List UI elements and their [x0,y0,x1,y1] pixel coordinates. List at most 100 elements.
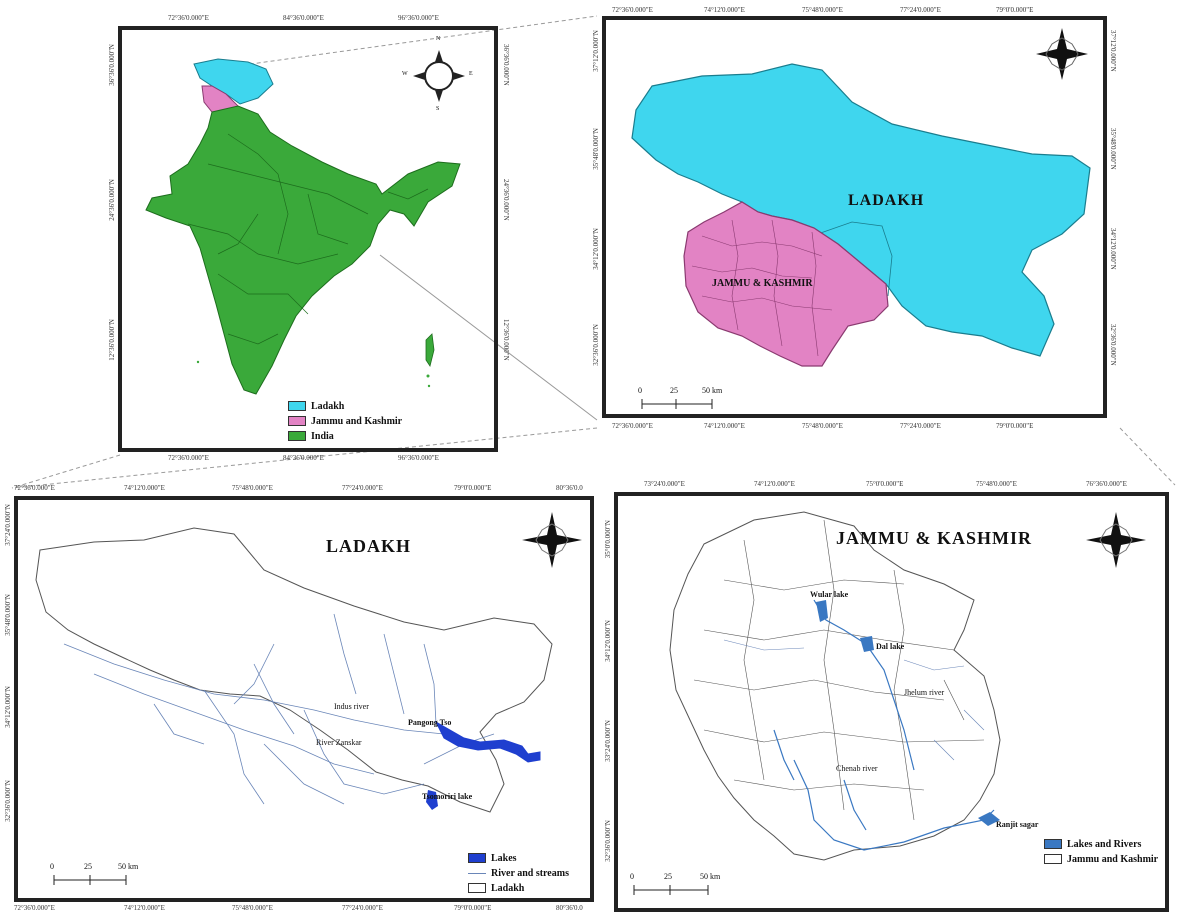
ladakh-panel: 72°36'0.000"E 74°12'0.000"E 75°48'0.000"… [4,484,600,914]
legend-label: Ladakh [491,882,525,894]
compass-e: E [469,71,473,77]
label-jhelum: Jhelum river [904,688,945,697]
lad-tick-top-6: 80°36'0.0 [556,484,583,492]
jk-scale-end: 50 km [700,872,721,881]
label-jk: JAMMU & KASHMIR [712,278,813,289]
jk-tick-top-3: 75°0'0.000"E [866,480,904,488]
ladakh-scale-end: 50 km [118,862,139,871]
label-tsomoriri: Tsomoriri lake [422,792,473,801]
jkl-tick-bottom-4: 77°24'0.000"E [900,422,941,430]
jk-ladakh-map [631,28,1091,409]
jkl-tick-right-4: 32°36'0.000"N [1109,324,1117,366]
lad-tick-bottom-3: 75°48'0.000"E [232,904,273,912]
legend-label: Ladakh [311,400,345,412]
legend-row-india: India [288,429,402,443]
legend-swatch-jk-area [1044,854,1062,864]
jk-rivers-map [633,511,1146,895]
label-wular: Wular lake [810,590,849,599]
india-tick-top-2: 84°36'0.000"E [283,14,324,22]
lad-tick-bottom-5: 79°0'0.000"E [454,904,492,912]
lad-tick-bottom-6: 80°36'0.0 [556,904,583,912]
ladakh-frame [14,496,594,902]
jkl-tick-right-3: 34°12'0.000"N [1109,228,1117,270]
label-ranjit: Ranjit sagar [996,820,1039,829]
label-dal: Dal lake [876,642,905,651]
jkl-tick-right-2: 35°48'0.000"N [1109,128,1117,170]
india-tick-bottom-2: 84°36'0.000"E [283,454,324,462]
lad-tick-top-4: 77°24'0.000"E [342,484,383,492]
scale-zero: 0 [638,386,642,395]
jk-tick-top-1: 73°24'0.000"E [644,480,685,488]
north-arrow-icon [1086,512,1146,568]
north-arrow-icon [522,512,582,568]
jkl-tick-right-1: 37°12'0.000"N [1109,30,1117,72]
jkl-tick-top-4: 77°24'0.000"E [900,6,941,14]
legend-row-ladakh: Ladakh [288,399,402,413]
legend-label: Jammu and Kashmir [311,415,403,427]
label-pangong: Pangong Tso [408,718,452,727]
label-zanskar: River Zanskar [316,738,362,747]
lad-tick-bottom-1: 72°36'0.000"E [14,904,55,912]
india-tick-top-1: 72°36'0.000"E [168,14,209,22]
legend-row-ladakh: Ladakh [468,881,569,895]
jk-tick-top-5: 76°36'0.000"E [1086,480,1127,488]
jkl-tick-bottom-1: 72°36'0.000"E [612,422,653,430]
jk-title: JAMMU & KASHMIR [836,528,1032,548]
jk-scale-mid: 25 [664,872,672,881]
label-ladakh: LADAKH [848,192,925,209]
legend-swatch-jk [288,416,306,426]
legend-row-rivers: River and streams [468,866,569,880]
label-indus: Indus river [334,702,369,711]
lad-tick-top-5: 79°0'0.000"E [454,484,492,492]
jk-panel: 73°24'0.000"E 74°12'0.000"E 75°0'0.000"E… [604,480,1177,917]
lad-tick-top-3: 75°48'0.000"E [232,484,273,492]
legend-swatch-lakes [468,853,486,863]
india-tick-top-3: 96°36'0.000"E [398,14,439,22]
jkl-tick-top-5: 79°0'0.000"E [996,6,1034,14]
legend-row-jk-area: Jammu and Kashmir [1044,852,1158,866]
jkl-tick-bottom-2: 74°12'0.000"E [704,422,745,430]
india-tick-right-2: 24°36'0.000"N [502,179,510,221]
jk-ladakh-frame [602,16,1107,418]
legend-swatch-india [288,431,306,441]
legend-swatch-lakes-rivers [1044,839,1062,849]
jkl-tick-top-2: 74°12'0.000"E [704,6,745,14]
compass-s: S [436,106,440,112]
jk-ladakh-panel: 72°36'0.000"E 74°12'0.000"E 75°48'0.000"… [592,6,1117,434]
scale-end: 50 km [702,386,723,395]
legend-swatch-ladakh [288,401,306,411]
legend-label: India [311,430,334,442]
legend-swatch-rivers [468,872,486,874]
jkl-tick-top-3: 75°48'0.000"E [802,6,843,14]
legend-row-lakes-rivers: Lakes and Rivers [1044,837,1158,851]
compass-w: W [402,71,408,77]
jkl-tick-bottom-3: 75°48'0.000"E [802,422,843,430]
india-tick-bottom-3: 96°36'0.000"E [398,454,439,462]
lad-tick-bottom-2: 74°12'0.000"E [124,904,165,912]
india-map [145,50,465,395]
jk-frame [614,492,1169,912]
ladakh-scale-mid: 25 [84,862,92,871]
jkl-tick-bottom-5: 79°0'0.000"E [996,422,1034,430]
lad-tick-top-1: 72°36'0.000"E [14,484,55,492]
legend-label: River and streams [491,867,569,879]
ladakh-legend: Lakes River and streams Ladakh [468,850,569,896]
label-chenab: Chenab river [836,764,878,773]
india-frame [118,26,498,452]
jk-legend: Lakes and Rivers Jammu and Kashmir [1044,836,1158,867]
ladakh-rivers-map [35,512,582,885]
legend-swatch-ladakh-area [468,883,486,893]
india-tick-right-3: 12°36'0.000"N [502,319,510,361]
jk-tick-top-4: 75°48'0.000"E [976,480,1017,488]
legend-row-lakes: Lakes [468,851,569,865]
legend-label: Lakes and Rivers [1067,838,1142,850]
north-arrow-icon [413,50,465,102]
legend-label: Lakes [491,852,517,864]
compass-n: N [436,36,441,42]
india-legend: Ladakh Jammu and Kashmir India [288,398,402,444]
scale-mid: 25 [670,386,678,395]
legend-row-jk: Jammu and Kashmir [288,414,402,428]
india-tick-right-1: 36°36'0.000"N [502,44,510,86]
ladakh-title: LADAKH [326,536,412,556]
